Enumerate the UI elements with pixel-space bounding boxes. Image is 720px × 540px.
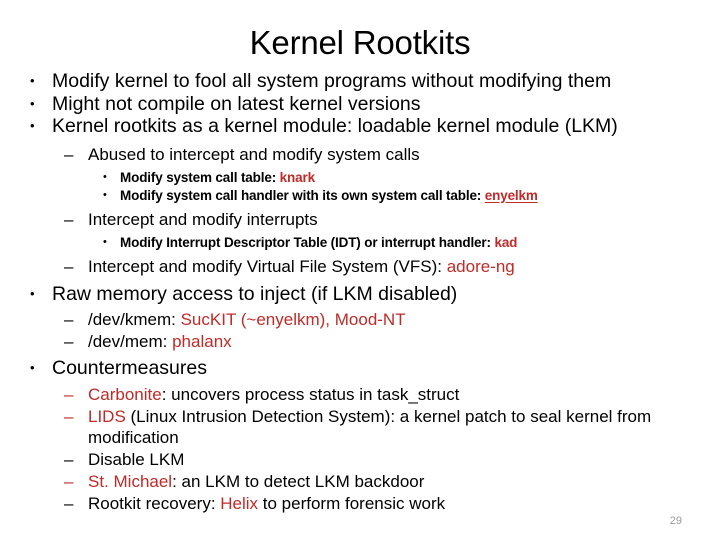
rootkit-name-adore-ng: adore-ng — [446, 256, 515, 276]
dash-icon: – — [64, 209, 74, 229]
list-item: – Disable LKM — [0, 449, 720, 470]
list-item-label: Abused to intercept and modify system ca… — [88, 144, 420, 164]
list-item: • Raw memory access to inject (if LKM di… — [0, 283, 720, 306]
tool-name-lids: LIDS — [88, 406, 126, 426]
list-item: • Countermeasures — [0, 357, 720, 380]
list-item-label: Rootkit recovery: — [88, 493, 221, 513]
rootkit-name-knark: knark — [279, 169, 315, 185]
tool-name-carbonite: Carbonite — [88, 384, 162, 404]
dash-icon: – — [64, 332, 74, 351]
dash-icon: – — [64, 406, 74, 426]
list-item-label: Modify system call handler with its own … — [120, 187, 485, 203]
bullet-icon: • — [103, 170, 107, 183]
list-item-label: Countermeasures — [52, 357, 207, 379]
tool-name-helix: Helix — [220, 493, 259, 513]
rootkit-link-enyelkm[interactable]: enyelkm — [484, 187, 538, 203]
list-item: – St. Michael: an LKM to detect LKM back… — [0, 471, 720, 492]
dash-icon: – — [64, 256, 74, 276]
bullet-icon: • — [30, 285, 35, 301]
rootkit-name-kad: kad — [494, 234, 518, 250]
list-item-label: /dev/kmem: — [88, 310, 181, 329]
list-item: • Might not compile on latest kernel ver… — [0, 93, 720, 116]
dash-icon: – — [64, 493, 74, 513]
list-item-label: /dev/mem: — [88, 332, 173, 351]
bullet-icon: • — [30, 360, 35, 375]
list-item-label: Modify system call table: — [120, 169, 280, 185]
bullet-icon: • — [30, 118, 35, 133]
bullet-icon: • — [30, 95, 35, 111]
list-item-label: Kernel rootkits as a kernel module: load… — [52, 115, 618, 137]
list-item-label: : an LKM to detect LKM backdoor — [172, 471, 425, 491]
list-item-label: Disable LKM — [88, 449, 185, 469]
list-item-label: Might not compile on latest kernel versi… — [52, 92, 421, 115]
dash-icon: – — [64, 144, 74, 164]
list-item: – Carbonite: uncovers process status in … — [0, 384, 720, 405]
list-item: – Abused to intercept and modify system … — [0, 144, 720, 165]
tool-name-st-michael: St. Michael — [88, 471, 173, 491]
list-item: • Kernel rootkits as a kernel module: lo… — [0, 115, 720, 138]
rootkit-name-phalanx: phalanx — [172, 332, 232, 351]
list-item: • Modify kernel to fool all system progr… — [0, 70, 720, 93]
list-item-label: Modify kernel to fool all system program… — [52, 70, 612, 92]
list-item: – Intercept and modify Virtual File Syst… — [0, 256, 720, 277]
list-item-label: : uncovers process status in task_struct — [161, 384, 460, 404]
bullet-icon: • — [30, 73, 35, 88]
list-item: – Intercept and modify interrupts — [0, 209, 720, 230]
list-item: • Modify Interrupt Descriptor Table (IDT… — [0, 234, 720, 251]
dash-icon: – — [64, 449, 74, 469]
list-item-label: (Linux Intrusion Detection System): a ke… — [88, 406, 652, 447]
list-item: – Rootkit recovery: Helix to perform for… — [0, 493, 720, 514]
list-item: • Modify system call table: knark — [0, 169, 720, 186]
bullet-icon: • — [103, 235, 107, 248]
list-item-label-suffix: to perform forensic work — [258, 493, 446, 513]
page-title: Kernel Rootkits — [249, 24, 471, 61]
list-item-label: Intercept and modify interrupts — [88, 209, 318, 229]
list-item-label: Intercept and modify Virtual File System… — [88, 256, 447, 276]
dash-icon: – — [64, 471, 74, 491]
dash-icon: – — [64, 310, 74, 329]
list-item: – /dev/kmem: SucKIT (~enyelkm), Mood-NT — [0, 309, 720, 330]
list-item: – LIDS (Linux Intrusion Detection System… — [0, 406, 720, 448]
dash-icon: – — [64, 384, 74, 404]
rootkit-name-suckit: SucKIT (~enyelkm), Mood-NT — [180, 310, 406, 329]
list-item-label: Raw memory access to inject (if LKM disa… — [52, 282, 458, 305]
slide-body: • Modify kernel to fool all system progr… — [0, 70, 720, 514]
list-item: • Modify system call handler with its ow… — [0, 187, 720, 204]
list-item-label: Modify Interrupt Descriptor Table (IDT) … — [120, 234, 495, 250]
page-number: 29 — [669, 515, 682, 527]
bullet-icon: • — [103, 188, 107, 201]
list-item: – /dev/mem: phalanx — [0, 331, 720, 352]
